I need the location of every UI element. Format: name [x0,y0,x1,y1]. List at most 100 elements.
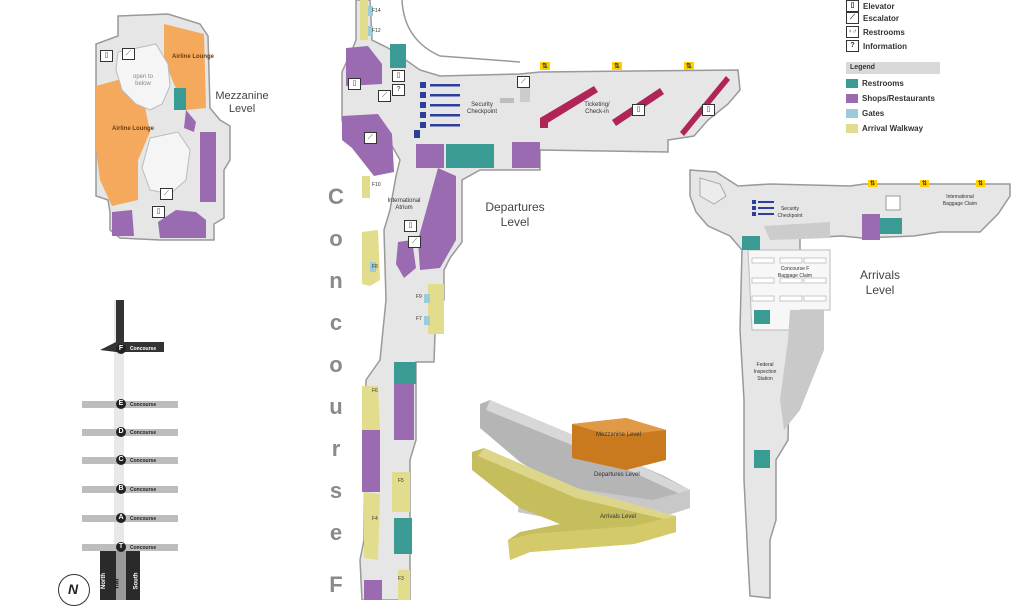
gate-label: F8 [372,264,378,270]
legend-icon-row: ♀♂ Restrooms [846,26,905,38]
arrival-walkway-swatch [846,124,858,133]
elevator-icon: ▯ [632,104,645,116]
elevator-arrows-icon: ⇅ [540,62,550,70]
departures-floorplan [341,0,741,600]
legend-icon-label: Information [863,41,907,51]
legend-title: Legend [846,62,940,74]
legend-item-label: Gates [862,109,885,118]
airline-lounge-label: Airline Lounge [172,54,214,60]
terminal-south-label: South [133,572,140,590]
concourse-title-letter: e [329,520,343,545]
concourse-bar [82,429,178,436]
gate-label: F6 [372,388,378,394]
legend-icon-row: ▯ Elevator [846,0,895,12]
concourse-title-letter: o [329,352,343,377]
elevator-arrows-icon: ⇅ [920,180,930,187]
compass-icon: N [58,574,90,606]
legend-icon-label: Escalator [863,13,900,23]
concourse-label: Concourse [130,430,157,436]
elevator-icon: ▯ [392,70,405,82]
concourse-marker: T [116,542,126,552]
concourse-locator [100,300,164,600]
legend-item-label: Arrival Walkway [862,124,924,133]
concourse-marker: E [116,399,126,409]
mezzanine-level-title: Mezzanine Level [215,90,269,115]
concourse-title-letter: n [329,268,343,293]
information-icon: ? [392,84,405,96]
concourse-marker: C [116,455,126,465]
baggage-claim-label: Concourse F Baggage Claim [777,266,813,279]
legend-icon-label: Elevator [863,1,895,11]
compass-north-letter: N [68,581,79,597]
elevator-icon: ▯ [100,50,113,62]
federal-inspection-label: Federal Inspection Station [753,362,777,382]
elevator-arrows-icon: ⇅ [976,180,986,187]
legend-item: Gates [846,109,884,118]
escalator-icon: ⟋ [378,90,391,102]
concourse-bar [82,401,178,408]
concourse-label: Concourse [130,402,157,408]
concourse-title-letter: F [329,572,343,597]
elevator-icon: ▯ [404,220,417,232]
concourse-title-letter: c [329,310,343,335]
terminal-label: nal [113,578,121,589]
legend-item-label: Shops/Restaurants [862,94,935,103]
concourse-bar [82,486,178,493]
concourse-label: Concourse [130,346,157,352]
level-stack-diagram [472,400,690,560]
ticketing-label: Ticketing/ Check-in [584,102,610,115]
escalator-icon: ⟋ [408,236,421,248]
international-atrium-label: International Atrium [387,198,421,211]
departures-level-title: Departures Level [485,200,545,229]
open-to-below-label: open to below [132,74,154,87]
legend-item-label: Restrooms [862,79,904,88]
escalator-icon: ⟋ [122,48,135,60]
restroom-icon: ♀♂ [846,26,859,38]
escalator-icon: ⟋ [364,132,377,144]
concourse-bar [82,515,178,522]
gate-label: F9 [416,294,422,300]
legend-icon-label: Restrooms [863,27,905,37]
arrivals-floorplan [689,169,1011,599]
gate-label: F12 [372,28,381,34]
elevator-icon: ▯ [348,78,361,90]
concourse-label: Concourse [130,458,157,464]
concourse-marker: A [116,513,126,523]
stack-departures-label: Departures Level [594,472,640,478]
shops-swatch [846,94,858,103]
information-icon: ? [846,40,859,52]
concourse-title-letter: C [328,184,344,209]
concourse-bar [82,544,178,551]
escalator-icon: ⟋ [846,12,859,24]
concourse-marker: F [116,344,126,354]
terminal-north-label: North [101,573,107,589]
elevator-arrows-icon: ⇅ [612,62,622,70]
legend-item: Arrival Walkway [846,124,923,133]
escalator-icon: ⟋ [160,188,173,200]
concourse-label: Concourse [130,487,157,493]
legend-item: Restrooms [846,79,904,88]
legend-item: Shops/Restaurants [846,94,935,103]
arrivals-level-title: Arrivals Level [859,268,900,297]
concourse-label: Concourse [130,545,157,551]
elevator-icon: ▯ [702,104,715,116]
gates-swatch [846,109,858,118]
stack-mezzanine-label: Mezzanine Level [596,432,642,438]
elevator-arrows-icon: ⇅ [868,180,878,187]
gate-label: F10 [372,182,381,188]
concourse-title-letter: r [331,436,341,461]
concourse-bar [82,457,178,464]
concourse-label: Concourse [130,516,157,522]
legend-icon-row: ⟋ Escalator [846,12,899,24]
elevator-arrows-icon: ⇅ [684,62,694,70]
concourse-marker: B [116,484,126,494]
gate-label: F7 [416,316,422,322]
international-baggage-label: International Baggage Claim [942,194,978,207]
security-checkpoint-label: Security Checkpoint [466,102,498,115]
mezzanine-floorplan [95,13,231,241]
gate-label: F4 [372,516,378,522]
arrivals-security-checkpoint-label: Security Checkpoint [777,206,803,219]
escalator-icon: ⟋ [517,76,530,88]
concourse-title-letter: o [329,226,343,251]
